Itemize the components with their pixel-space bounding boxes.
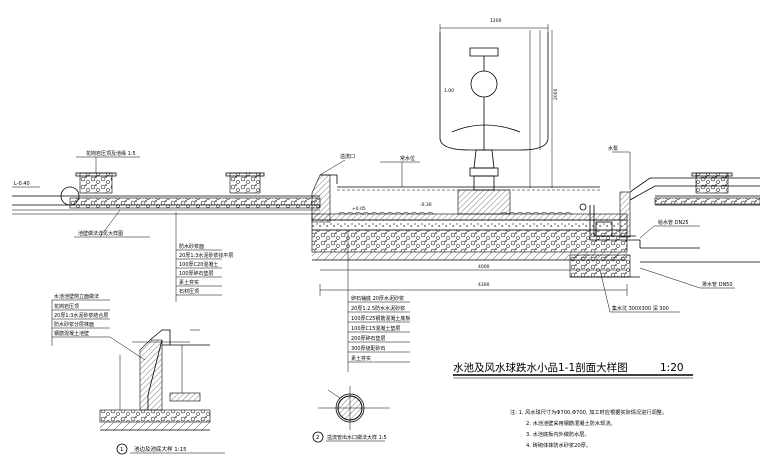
left-layer-labels: 防水砂浆面 20厚1:3水泥砂浆找平层 100厚C20混凝土 100厚碎石垫层 … bbox=[179, 243, 233, 295]
left-layer-1: 防水砂浆面 bbox=[179, 243, 204, 250]
dim-total-width-lower: 4000 bbox=[478, 264, 490, 270]
mid-layer-5: 200厚碎石垫层 bbox=[351, 335, 386, 342]
mid-layer-labels: 卵石铺底 20厚水泥砂浆 20厚1:2.5防水水泥砂浆 100厚C25钢筋混凝土… bbox=[351, 295, 410, 362]
callout-drain: 排水管 DN50 bbox=[702, 281, 733, 288]
callout-overflow: 溢流口 bbox=[340, 153, 355, 160]
mid-layer-4: 100厚C15混凝土垫层 bbox=[351, 325, 400, 332]
title-text: 水池及风水球跌水小品1-1剖面大样图 bbox=[453, 361, 628, 374]
detail-label-5: 钢筋混凝土池壁 bbox=[54, 330, 89, 337]
callout-level2: -0.30 bbox=[420, 202, 432, 208]
left-layer-2: 20厚1:3水泥砂浆找平层 bbox=[179, 252, 233, 259]
dim-ball-height: 2000 bbox=[553, 88, 559, 100]
detail-label-2: 花岗岩压顶 bbox=[54, 303, 79, 310]
mid-layer-6: 300厚级配砂石 bbox=[351, 345, 386, 352]
detail-callout-circle bbox=[60, 186, 80, 206]
leader-lines bbox=[12, 151, 735, 372]
detail-wall bbox=[51, 299, 211, 431]
mid-layer-1: 卵石铺底 20厚水泥砂浆 bbox=[351, 295, 404, 302]
left-layer-5: 素土夯实 bbox=[179, 279, 199, 286]
dimension-lines bbox=[319, 269, 628, 296]
note-3: 3. 水池底板内外做防水层。 bbox=[526, 430, 590, 438]
detail-label-1: 水池池壁侧立面做法 bbox=[54, 293, 99, 300]
dim-level-top: 1.00 bbox=[444, 88, 454, 94]
callout-water-level: 常水位 bbox=[400, 155, 415, 162]
callout-pipe: 给水管 DN25 bbox=[658, 219, 689, 226]
left-layer-3: 100厚C20混凝土 bbox=[179, 261, 218, 268]
left-ground bbox=[12, 195, 321, 215]
fountain-feature bbox=[439, 24, 553, 215]
callout-curb: L-0.40 bbox=[14, 181, 30, 187]
detail-label-4: 防水砂浆分层抹面 bbox=[54, 321, 94, 328]
callout-sump: 集水坑 300X300 深 300 bbox=[612, 305, 669, 312]
note-1: 注: 1. 风水球尺寸为Φ700,Φ700, 加工时应根据实际情况进行调整。 bbox=[510, 408, 667, 416]
callout-cap: 花岗岩压顶及池缘 1:5 bbox=[86, 150, 136, 157]
callout-number-1: 1 bbox=[120, 447, 124, 453]
left-layer-6: 石材压顶 bbox=[179, 288, 199, 295]
pipe-caption-text: 溢流管出水口做法大样 1:5 bbox=[327, 434, 387, 441]
dim-top-width: 1200 bbox=[490, 18, 502, 24]
note-4: 4. 砖砌体抹防水砂浆20厚。 bbox=[526, 441, 591, 449]
pool-structure bbox=[311, 174, 760, 278]
detail-label-3: 20厚1:3水泥砂浆结合层 bbox=[54, 312, 108, 319]
mid-layer-7: 素土夯实 bbox=[351, 355, 371, 362]
title-scale: 1:20 bbox=[660, 362, 684, 374]
mid-layer-2: 20厚1:2.5防水水泥砂浆 bbox=[351, 305, 405, 312]
dim-total-width: 4300 bbox=[478, 282, 490, 288]
detail-caption-1: 1 池边及池底大样 1:15 bbox=[116, 443, 225, 455]
detail-caption-text: 池边及池底大样 1:15 bbox=[134, 445, 187, 453]
callout-number-2: 2 bbox=[316, 435, 320, 441]
notes-block: 注: 1. 风水球尺寸为Φ700,Φ700, 加工时应根据实际情况进行调整。 2… bbox=[510, 408, 667, 449]
pipework bbox=[579, 203, 760, 263]
drawing-title: 水池及风水球跌水小品1-1剖面大样图 1:20 bbox=[453, 361, 693, 379]
callout-level1: +0.05 bbox=[352, 206, 366, 212]
left-layer-4: 100厚碎石垫层 bbox=[179, 270, 214, 277]
detail-pipe: 2 溢流管出水口做法大样 1:5 bbox=[312, 386, 390, 443]
mid-layer-3: 100厚C25钢筋混凝土底板 bbox=[351, 315, 410, 322]
note-2: 2. 水池池壁采用钢筋混凝土防水现浇。 bbox=[526, 419, 616, 427]
callout-edge: 池壁做法详见大样图 bbox=[78, 230, 123, 237]
callout-pump: 水泵 bbox=[608, 145, 618, 152]
